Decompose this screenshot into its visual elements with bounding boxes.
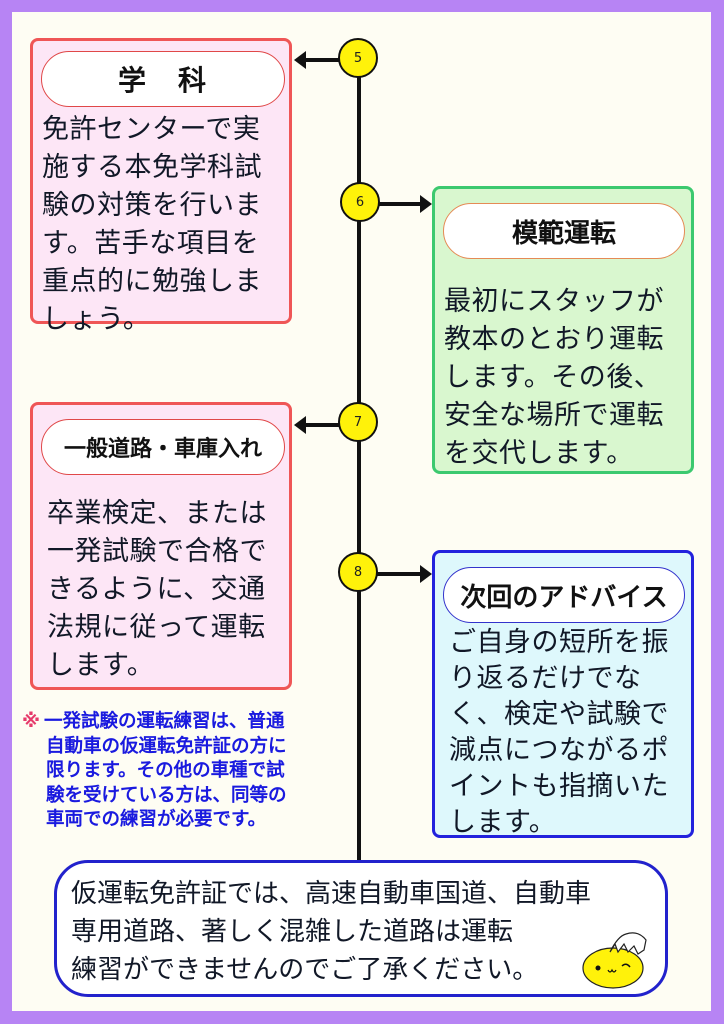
step-6-title: 模範運転	[511, 218, 616, 249]
chick-in-eggshell-icon	[582, 932, 647, 989]
note-line-1-text: 一発試験の運転練習は、普通	[44, 711, 285, 732]
step-6-card: 模範運転 最初にスタッフが 教本のとおり運転 します。その後、 安全な場所で運転…	[432, 186, 694, 474]
note-line-2: 自動車の仮運転免許証の方に	[46, 735, 287, 757]
step-6-arrow	[376, 195, 432, 213]
step-5-title-pill: 学 科	[41, 51, 285, 107]
note-line-4: 験を受けている方は、同等の	[46, 784, 287, 806]
step-7-node: 7	[338, 402, 378, 442]
step-5-title: 学 科	[117, 64, 208, 97]
step-5-body: 免許センターで実 施する本免学科試 験の対策を行いま す。苦手な項目を 重点的に…	[42, 114, 262, 335]
step-7-number: 7	[353, 414, 363, 430]
step-5-arrow	[294, 51, 354, 69]
step-5-number: 5	[353, 50, 363, 66]
step-6-number: 6	[355, 194, 365, 210]
note-line-1: ※一発試験の運転練習は、普通	[22, 710, 342, 735]
step-7-title-pill: 一般道路・車庫入れ	[41, 419, 285, 475]
timeline-line	[357, 60, 361, 860]
step-6-node: 6	[340, 182, 380, 222]
step-8-body: ご自身の短所を振 り返るだけでな く、検定や試験で 減点につながるポ イントも指…	[449, 627, 669, 838]
footer-notice: 仮運転免許証では、高速自動車国道、自動車 専用道路、著しく混雑した道路は運転 練…	[54, 860, 668, 997]
step-7-card: 一般道路・車庫入れ 卒業検定、または 一発試験で合格で きるように、交通 法規に…	[30, 402, 292, 690]
chick-eye	[595, 965, 601, 971]
step-7-title: 一般道路・車庫入れ	[63, 437, 262, 462]
step-8-card: 次回のアドバイス ご自身の短所を振 り返るだけでな く、検定や試験で 減点につな…	[432, 550, 694, 838]
eggshell-top	[609, 932, 647, 955]
step-8-title-pill: 次回のアドバイス	[443, 567, 685, 623]
note-line-3: 限ります。その他の車種で試	[46, 760, 285, 781]
note-mark: ※	[22, 711, 40, 732]
step-8-arrow	[376, 565, 432, 583]
footer-text: 仮運転免許証では、高速自動車国道、自動車 専用道路、著しく混雑した道路は運転 練…	[71, 879, 592, 985]
step-7-body: 卒業検定、または 一発試験で合格で きるように、交通 法規に従って運転 します。	[47, 498, 267, 681]
step-5-node: 5	[338, 38, 378, 78]
practice-note: ※一発試験の運転練習は、普通 自動車の仮運転免許証の方に 限ります。その他の車種…	[22, 710, 342, 833]
step-8-title: 次回のアドバイス	[460, 582, 668, 613]
step-8-node: 8	[338, 552, 378, 592]
step-8-number: 8	[353, 564, 363, 580]
step-6-body: 最初にスタッフが 教本のとおり運転 します。その後、 安全な場所で運転 を交代し…	[444, 286, 664, 469]
step-7-arrow	[294, 416, 354, 434]
step-5-card: 学 科 免許センターで実 施する本免学科試 験の対策を行いま す。苦手な項目を …	[30, 38, 292, 335]
step-6-title-pill: 模範運転	[443, 203, 685, 259]
chick-mouth	[607, 968, 617, 973]
chick-body	[582, 947, 644, 989]
chick-wink	[621, 963, 631, 968]
note-line-5: 車両での練習が必要です。	[46, 809, 267, 830]
